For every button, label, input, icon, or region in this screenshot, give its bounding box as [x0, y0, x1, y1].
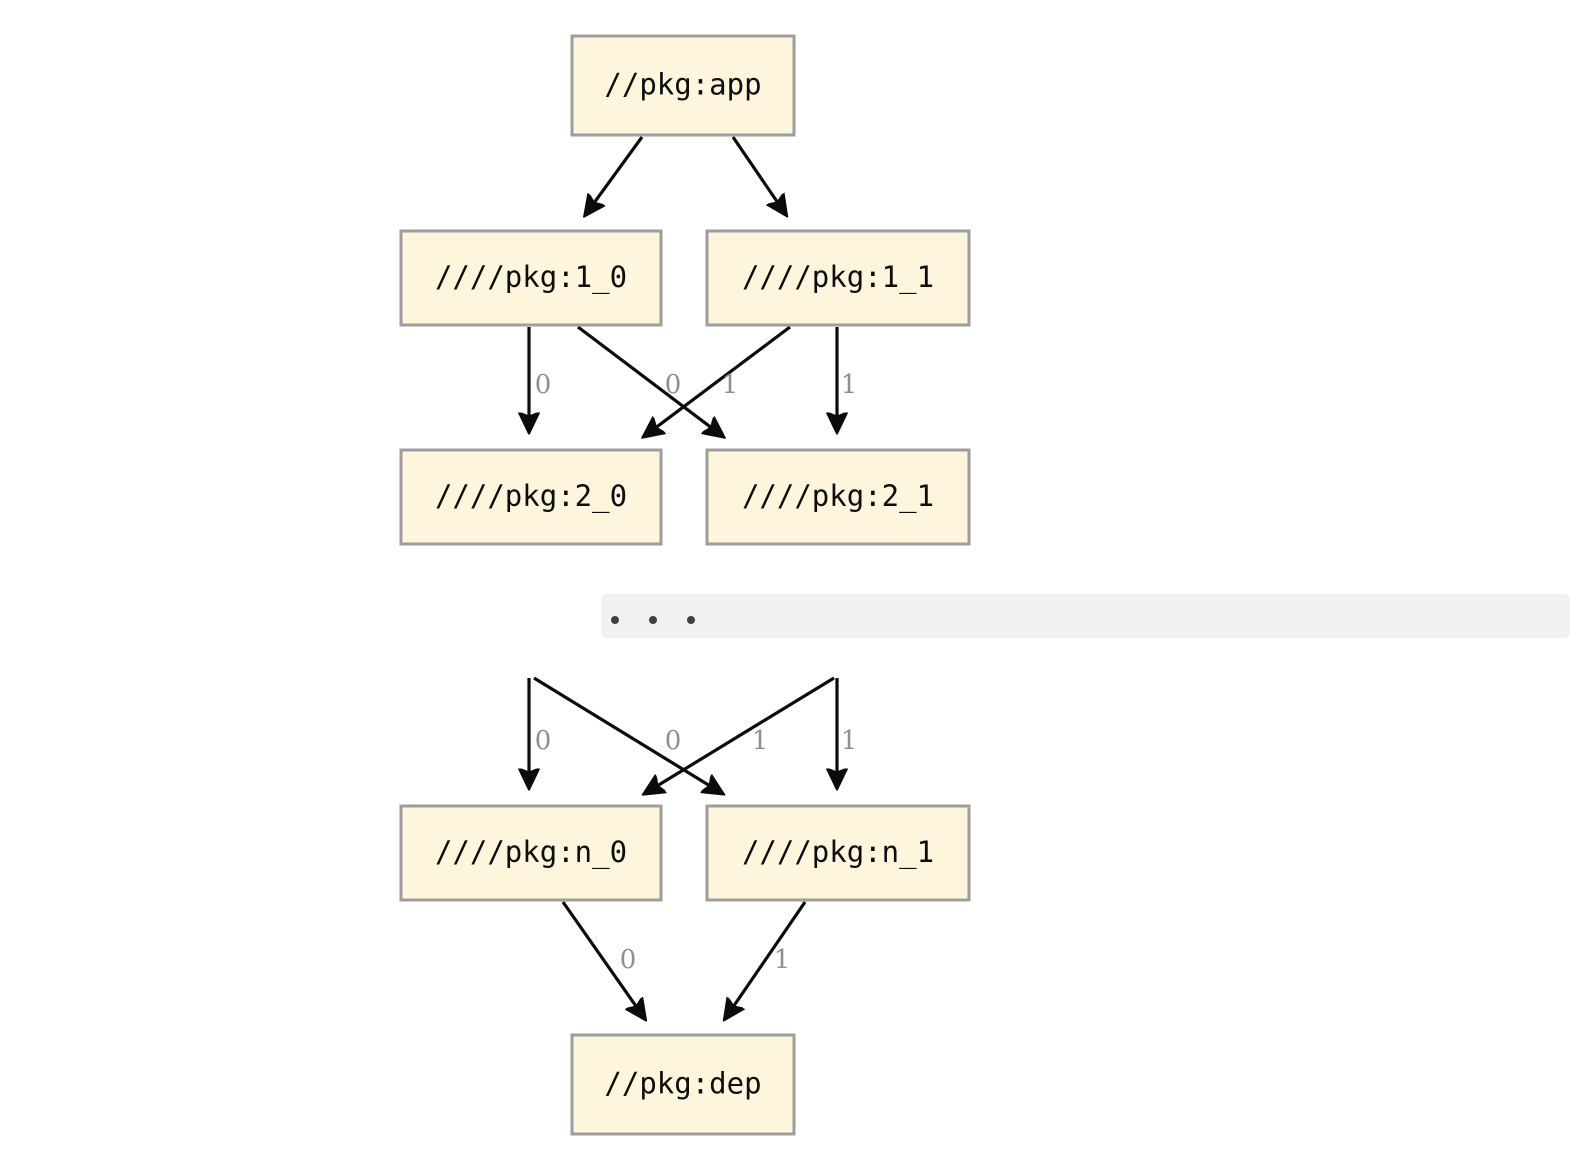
edge-line	[533, 676, 722, 793]
ellipsis-dot	[611, 616, 619, 624]
ellipsis-separator	[601, 594, 1570, 638]
nodes-layer: //pkg:app ////pkg:1_0 ////pkg:1_1 ////pkg:2…	[399, 34, 971, 1136]
graph-edge: 0	[577, 325, 723, 436]
node-label: //pkg:app	[604, 68, 761, 102]
node-label: ////pkg:2_1	[742, 479, 934, 514]
graph-edge: 1	[837, 327, 857, 431]
edge-line	[644, 325, 791, 436]
graph-edge: 1	[725, 901, 807, 1018]
graph-edge	[586, 136, 644, 214]
graph-node-n1_1[interactable]: ////pkg:1_1	[705, 229, 971, 327]
edge-label: 0	[620, 945, 637, 975]
graph-edge: 0	[529, 327, 551, 431]
graph-edge: 1	[645, 676, 835, 793]
node-label: ////pkg:2_0	[435, 479, 627, 514]
edges-layer: 0 0 1 1 0 0 1 1 0 1	[529, 136, 857, 1018]
edge-line	[731, 136, 786, 214]
edge-label: 1	[774, 945, 791, 975]
ellipsis-band	[601, 594, 1570, 638]
node-label: ////pkg:1_1	[742, 260, 934, 295]
node-label: //pkg:dep	[604, 1067, 761, 1101]
ellipsis-dot	[649, 616, 657, 624]
edge-line	[586, 136, 644, 214]
graph-node-dep[interactable]: //pkg:dep	[570, 1033, 796, 1136]
edge-label: 0	[535, 370, 552, 400]
ellipsis-dot	[687, 616, 695, 624]
edge-line	[561, 901, 645, 1018]
node-box[interactable]	[570, 1033, 796, 1136]
edge-label: 1	[752, 726, 769, 756]
graph-edge: 0	[529, 678, 551, 787]
node-box[interactable]	[705, 448, 971, 546]
node-box[interactable]	[399, 229, 663, 327]
graph-edge: 0	[561, 901, 645, 1018]
edge-line	[645, 676, 835, 793]
node-label: ////pkg:1_0	[435, 260, 627, 295]
graph-node-nn_1[interactable]: ////pkg:n_1	[705, 804, 971, 902]
node-box[interactable]	[705, 804, 971, 902]
edge-label: 1	[841, 726, 858, 756]
node-box[interactable]	[399, 804, 663, 902]
node-box[interactable]	[570, 34, 796, 137]
graph-node-nn_0[interactable]: ////pkg:n_0	[399, 804, 663, 902]
graph-node-n2_1[interactable]: ////pkg:2_1	[705, 448, 971, 546]
graph-node-n2_0[interactable]: ////pkg:2_0	[399, 448, 663, 546]
node-label: ////pkg:n_0	[435, 835, 627, 870]
edge-line	[725, 901, 807, 1018]
graph-edge: 1	[644, 325, 791, 436]
edge-label: 1	[841, 370, 858, 400]
node-box[interactable]	[705, 229, 971, 327]
graph-node-app[interactable]: //pkg:app	[570, 34, 796, 137]
graph-node-n1_0[interactable]: ////pkg:1_0	[399, 229, 663, 327]
node-label: ////pkg:n_1	[742, 835, 934, 870]
graph-edge: 1	[837, 678, 857, 787]
edge-line	[577, 325, 723, 436]
graph-edge	[731, 136, 786, 214]
edge-label: 1	[722, 370, 739, 400]
edge-label: 0	[535, 726, 552, 756]
graph-edge: 0	[533, 676, 722, 793]
edge-label: 0	[665, 726, 682, 756]
edge-label: 0	[665, 370, 682, 400]
node-box[interactable]	[399, 448, 663, 546]
